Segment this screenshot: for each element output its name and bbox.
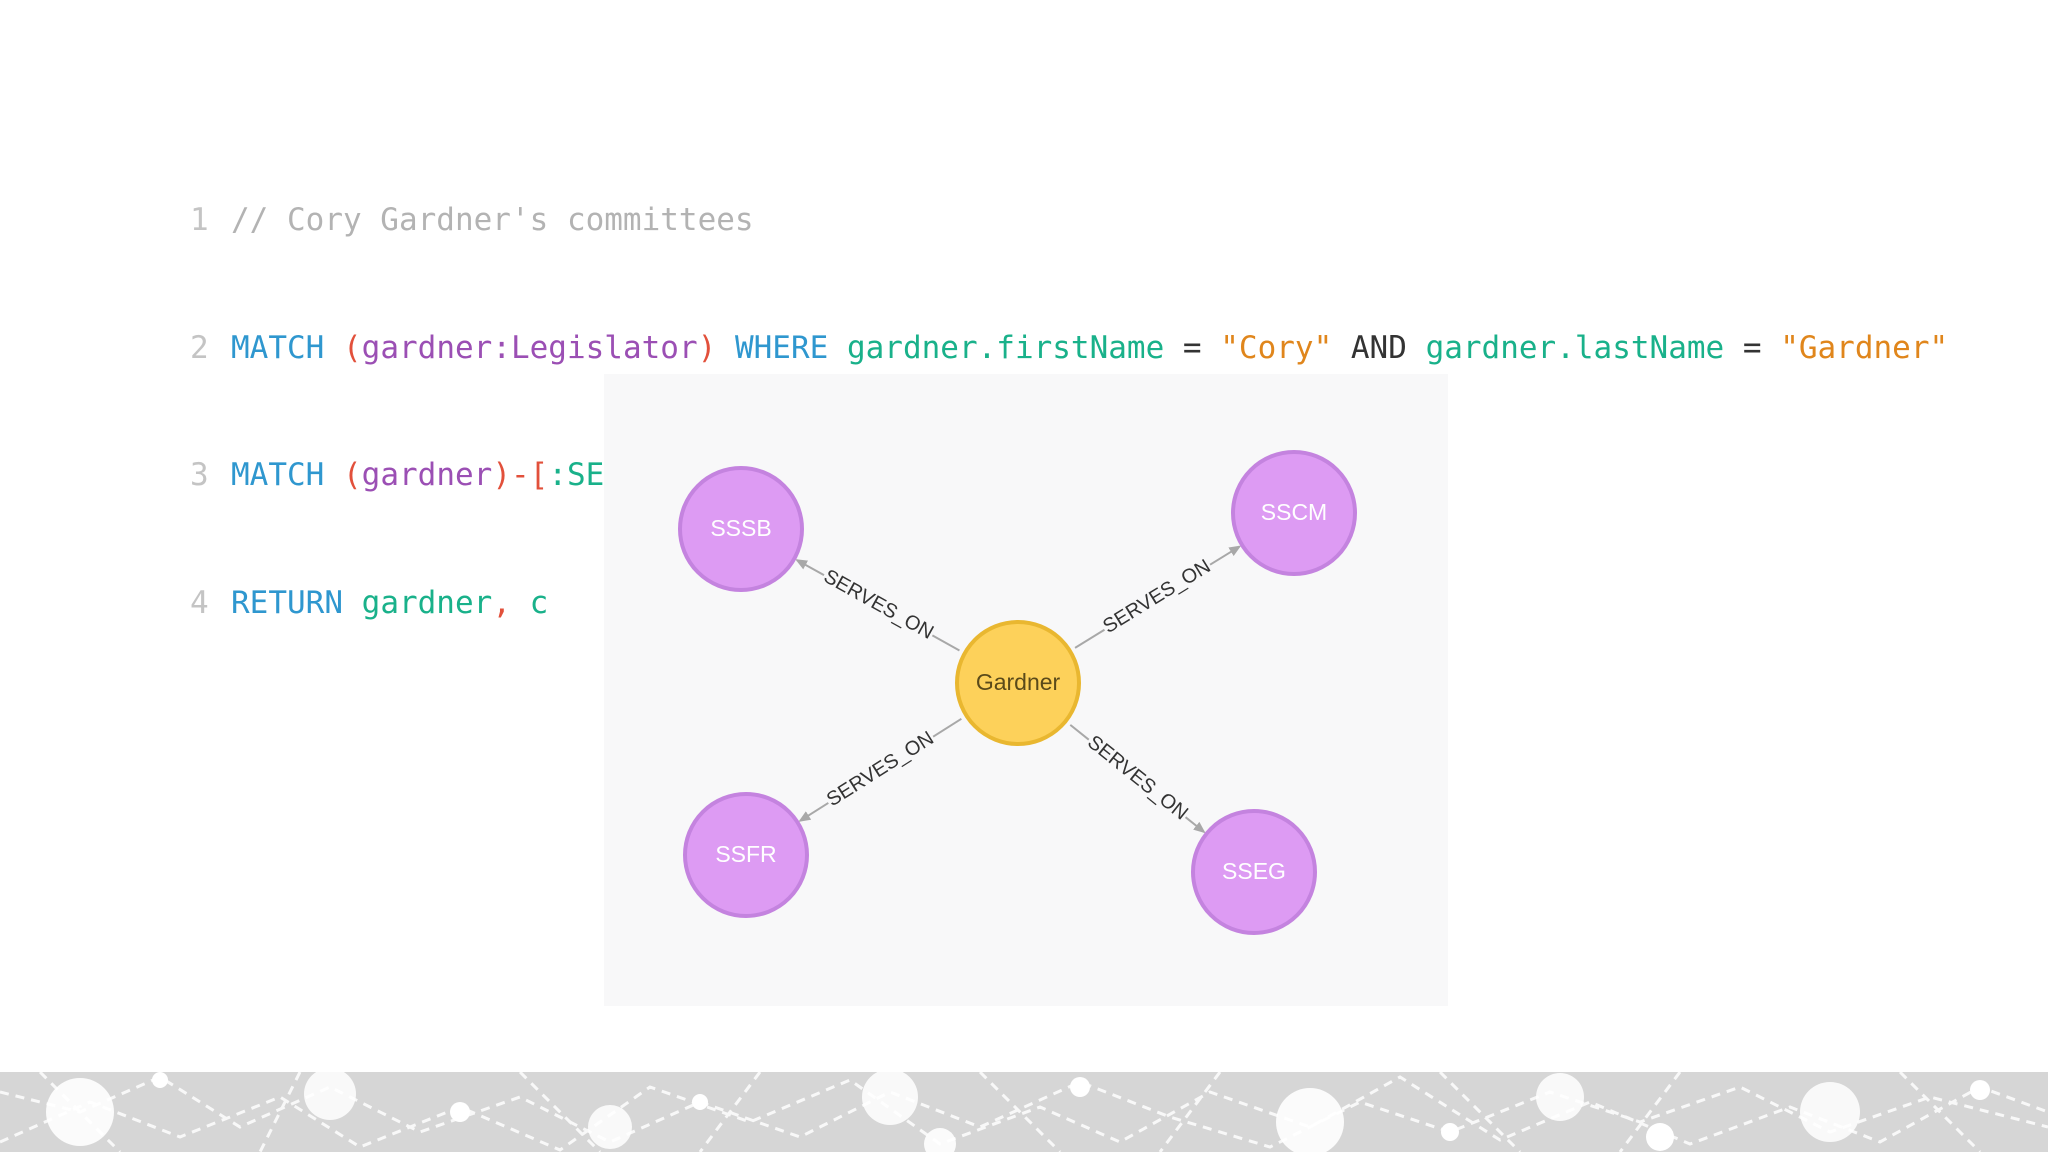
code-token-keyword: RETURN <box>231 584 343 621</box>
code-token-operator: AND <box>1332 329 1426 366</box>
code-token-operator <box>716 330 735 366</box>
code-token-variable: gardner <box>361 584 493 621</box>
code-token-operator <box>343 585 362 621</box>
graph-visualization-panel[interactable]: SERVES_ON SERVES_ON SERVES_ON SERVES_ON Gar… <box>604 374 1448 1006</box>
network-pattern-image <box>0 1072 2048 1152</box>
line-number: 4 <box>190 584 209 621</box>
node-label: SSFR <box>715 841 776 867</box>
node-label: SSCM <box>1261 499 1327 525</box>
edge-line <box>932 717 962 738</box>
graph-canvas[interactable]: SERVES_ON SERVES_ON SERVES_ON SERVES_ON Gar… <box>604 374 1448 1006</box>
code-token-operator <box>324 457 343 493</box>
line-number: 1 <box>190 202 209 238</box>
node-circle <box>1191 809 1317 935</box>
code-token-string: "Gardner" <box>1780 329 1949 366</box>
edge-label: SERVES_ON <box>823 727 938 811</box>
code-token-operator <box>828 330 847 366</box>
code-token-operator: = <box>1724 329 1781 366</box>
line-number: 3 <box>190 457 209 493</box>
node-committee-sssb[interactable]: SSSB <box>678 466 804 592</box>
code-token-keyword: MATCH <box>231 457 325 493</box>
edge-label: SERVES_ON <box>1099 555 1214 638</box>
code-token-label: gardner <box>361 457 493 493</box>
code-token-keyword: WHERE <box>734 329 829 366</box>
code-token-paren: ) <box>697 329 717 366</box>
node-committee-ssfr[interactable]: SSFR <box>683 792 809 918</box>
code-token-comment: // Cory Gardner's committees <box>231 202 754 238</box>
code-token-operator <box>324 330 343 366</box>
edge-arrow-line <box>1184 816 1206 834</box>
code-token-label: gardner:Legislator <box>361 329 698 366</box>
node-label: Gardner <box>976 669 1061 695</box>
code-tokens: RETURN gardner, c <box>231 585 548 621</box>
edge-line <box>1069 724 1090 741</box>
code-tokens: MATCH (gardner:Legislator) WHERE gardner… <box>231 330 1948 366</box>
node-circle <box>683 792 809 918</box>
code-token-paren: )-[ <box>492 457 549 493</box>
node-label: SSEG <box>1222 858 1286 884</box>
code-line: 4 RETURN gardner, c <box>190 582 1948 625</box>
edge-label: SERVES_ON <box>820 565 937 643</box>
edge-arrow-line <box>795 559 825 577</box>
node-label: SSSB <box>710 515 771 541</box>
edge-line <box>1074 628 1106 649</box>
code-token-paren: ( <box>343 329 362 366</box>
edge-serves-on[interactable]: SERVES_ON <box>798 717 962 822</box>
code-token-variable: gardner.lastName <box>1425 329 1725 366</box>
node-circle <box>678 466 804 592</box>
edge-serves-on[interactable]: SERVES_ON <box>1069 724 1206 834</box>
node-circle <box>1231 450 1357 576</box>
node-circle <box>955 620 1081 746</box>
code-token-keyword: MATCH <box>231 329 325 366</box>
code-token-paren: ( <box>343 457 362 493</box>
edge-label: SERVES_ON <box>1083 731 1192 824</box>
code-token-paren: , <box>492 584 530 621</box>
code-line: 1 // Cory Gardner's committees <box>190 199 1948 242</box>
edge-arrow-line <box>798 802 829 822</box>
code-token-variable: c <box>529 584 549 621</box>
node-legislator-gardner[interactable]: Gardner <box>955 620 1081 746</box>
footer-graph-pattern <box>0 1072 2048 1152</box>
code-tokens: // Cory Gardner's committees <box>231 202 754 238</box>
line-number: 2 <box>190 329 209 366</box>
node-committee-sseg[interactable]: SSEG <box>1191 809 1317 935</box>
code-token-operator: = <box>1164 329 1221 366</box>
code-token-variable: gardner.firstName <box>846 329 1165 366</box>
code-line: 2 MATCH (gardner:Legislator) WHERE gardne… <box>190 327 1948 370</box>
edge-arrow-line <box>1209 545 1242 566</box>
edge-serves-on[interactable]: SERVES_ON <box>795 559 960 652</box>
code-token-string: "Cory" <box>1220 329 1333 366</box>
edge-line <box>931 634 960 652</box>
edge-serves-on[interactable]: SERVES_ON <box>1074 545 1242 649</box>
nodes-layer: Gardner SSSB SSCM SSFR SSEG <box>678 450 1357 935</box>
node-committee-sscm[interactable]: SSCM <box>1231 450 1357 576</box>
